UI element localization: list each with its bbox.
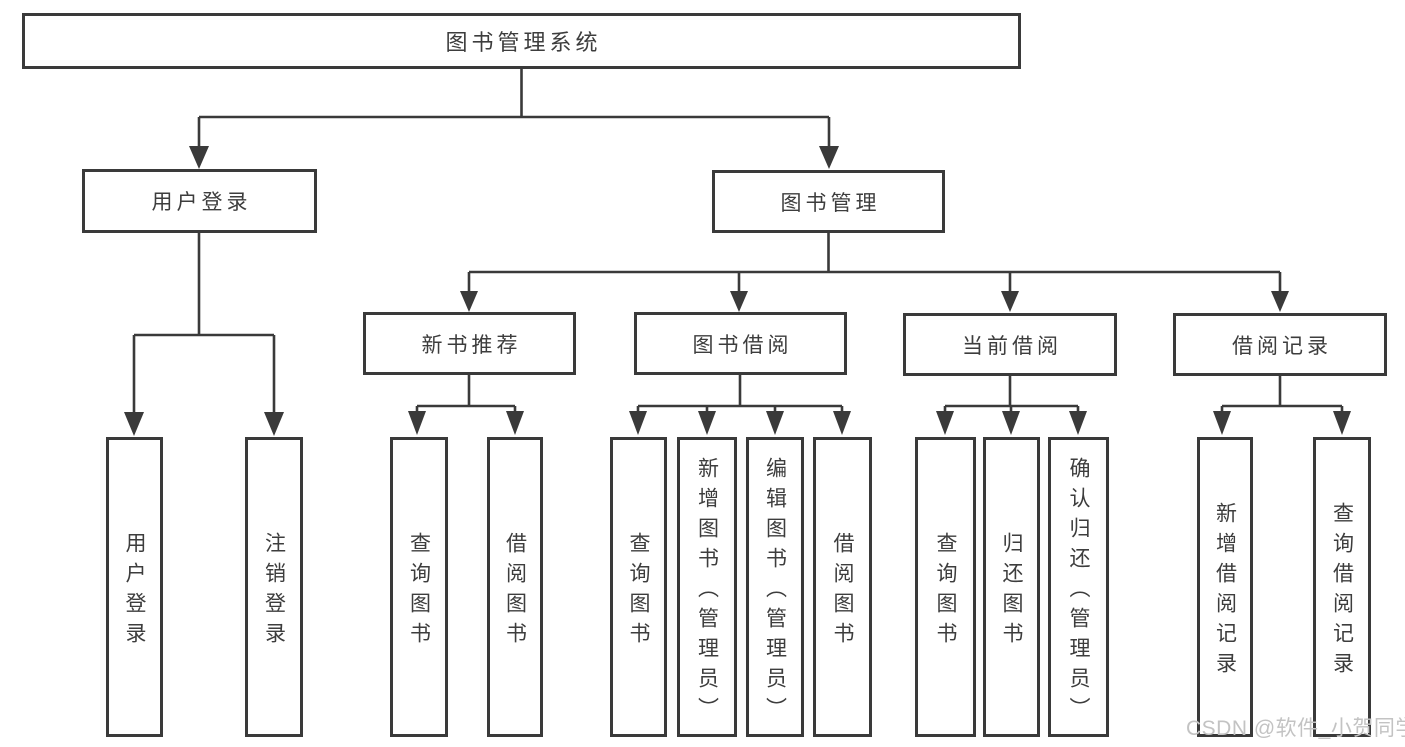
node-user-login: 用户登录 [82, 169, 317, 233]
node-label: 注销登录 [262, 531, 286, 652]
leaf-return-book: 归还图书 [983, 437, 1040, 737]
node-label: 确认归还（管理员） [1067, 456, 1090, 727]
node-label: 图书管理 [780, 191, 881, 215]
node-label: 归还图书 [1000, 531, 1023, 652]
node-label: 用户登录 [123, 531, 146, 652]
leaf-edit-book-admin: 编辑图书（管理员） [746, 437, 804, 737]
node-book-borrow: 图书借阅 [634, 312, 847, 375]
leaf-query-book-current: 查询图书 [915, 437, 976, 737]
connector-line [132, 233, 276, 414]
leaf-borrow-book: 借阅图书 [813, 437, 872, 737]
connector-line [636, 375, 844, 414]
node-label: 查询图书 [934, 531, 957, 652]
connector-line [1220, 376, 1344, 414]
leaf-confirm-return-admin: 确认归还（管理员） [1048, 437, 1109, 737]
leaf-user-login: 用户登录 [106, 437, 163, 737]
node-label: 借阅图书 [831, 531, 854, 652]
node-label: 图书借阅 [692, 333, 793, 357]
leaf-add-borrow-record: 新增借阅记录 [1197, 437, 1253, 737]
leaf-borrow-book-recommend: 借阅图书 [487, 437, 543, 737]
node-label: 查询图书 [627, 531, 650, 652]
connector-line [467, 233, 1282, 293]
node-label: 新书推荐 [421, 333, 522, 357]
csdn-watermark: CSDN @软件_小贺同学 [1186, 717, 1405, 740]
node-label: 当前借阅 [962, 334, 1062, 358]
node-label: 新增借阅记录 [1213, 501, 1237, 682]
node-label: 编辑图书（管理员） [763, 456, 787, 727]
node-label: 借阅图书 [503, 531, 527, 652]
leaf-query-borrow-record: 查询借阅记录 [1313, 437, 1371, 737]
connector-line [943, 376, 1080, 414]
node-label: 借阅记录 [1232, 334, 1332, 358]
node-label: 用户登录 [151, 191, 252, 214]
leaf-query-book-borrow: 查询图书 [610, 437, 667, 737]
leaf-logout: 注销登录 [245, 437, 303, 737]
leaf-query-book-recommend: 查询图书 [390, 437, 448, 737]
node-label: 查询借阅记录 [1330, 501, 1354, 682]
connector-line [415, 375, 517, 414]
node-label: 新增图书（管理员） [695, 456, 719, 727]
node-label: 图书管理系统 [445, 30, 602, 55]
connector-line [197, 69, 831, 148]
node-label: 查询图书 [407, 531, 431, 652]
node-current-borrow: 当前借阅 [903, 313, 1117, 376]
node-borrow-records: 借阅记录 [1173, 313, 1387, 376]
node-book-management: 图书管理 [712, 170, 945, 233]
node-root-library-system: 图书管理系统 [22, 13, 1021, 69]
arrowhead-icon [124, 146, 1351, 436]
leaf-add-book-admin: 新增图书（管理员） [677, 437, 737, 737]
node-new-book-recommend: 新书推荐 [363, 312, 576, 375]
